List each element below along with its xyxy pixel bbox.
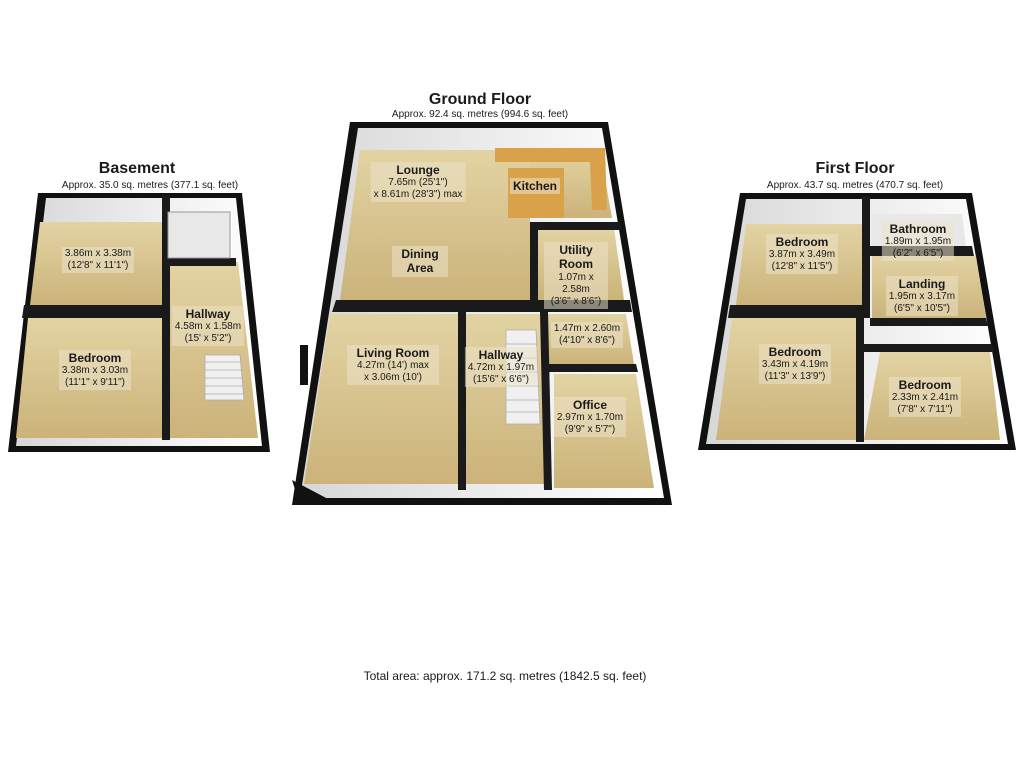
total-area: Total area: approx. 171.2 sq. metres (18… <box>363 669 647 683</box>
first-floor-title: First Floor <box>815 160 895 177</box>
room-dims: 4.58m x 1.58m <box>174 321 242 333</box>
room-dims-imperial: x 8.61m (28'3") max <box>373 189 463 201</box>
lounge-label: Lounge 7.65m (25'1") x 8.61m (28'3") max <box>370 162 466 203</box>
kitchen-counter <box>495 148 607 210</box>
office-label: Office 2.97m x 1.70m (9'9" x 5'7") <box>553 397 627 438</box>
room-dims-imperial: (11'3" x 13'9") <box>764 371 826 383</box>
room-name: Bedroom <box>768 345 822 359</box>
side-window <box>300 345 308 385</box>
room-dims: 3.38m x 3.03m <box>61 365 129 377</box>
room-dims-imperial: (15' x 5'2") <box>184 333 232 345</box>
kitchen-label: Kitchen <box>509 178 561 195</box>
room-name: Living Room <box>356 346 430 360</box>
room-dims-imperial: (12'8" x 11'1") <box>67 260 129 271</box>
room-dims-imperial: (15'6" x 6'6") <box>473 374 529 386</box>
room-dims: 1.95m x 3.17m <box>888 291 956 303</box>
room-name: Office <box>572 398 607 412</box>
ground-room-living <box>304 314 458 484</box>
room-dims: 4.27m (14') max <box>357 360 429 372</box>
first-floor-area: Approx. 43.7 sq. metres (470.7 sq. feet) <box>766 180 944 191</box>
basement-title: Basement <box>98 160 176 177</box>
room-dims-imperial: (12'8" x 11'5") <box>771 261 833 273</box>
first-bedroom-3-label: Bedroom 2.33m x 2.41m (7'8" x 7'11") <box>888 377 962 418</box>
room-dims-imperial: (6'2" x 6'5") <box>892 248 944 260</box>
ground-floor-title: Ground Floor <box>428 91 532 108</box>
room-dims-imperial: (11'1" x 9'11") <box>64 377 126 389</box>
basement-hallway-label: Hallway 4.58m x 1.58m (15' x 5'2") <box>171 306 245 347</box>
basement-bedroom-label: Bedroom 3.38m x 3.03m (11'1" x 9'11") <box>58 350 132 391</box>
room-dims: 1.89m x 1.95m <box>884 236 952 248</box>
room-dims: 2.97m x 1.70m <box>556 412 624 424</box>
room-name: Dining Area <box>401 247 439 276</box>
room-name: Landing <box>898 277 946 291</box>
first-bedroom-2-label: Bedroom 3.43m x 4.19m (11'3" x 13'9") <box>758 344 832 385</box>
room-dims: 7.65m (25'1") <box>388 177 448 189</box>
room-dims: 3.86m x 3.38m <box>64 248 132 259</box>
utility-room-label: Utility Room 1.07m x 2.58m (3'6" x 8'6") <box>544 242 608 309</box>
room-name: Hallway <box>478 348 524 362</box>
basement-stairs <box>204 354 245 401</box>
room-dims-imperial: (7'8" x 7'11") <box>897 404 953 416</box>
room-name: Bedroom <box>68 351 122 365</box>
room-dims-imperial: (6'5" x 10'5") <box>894 303 950 315</box>
bathroom-label: Bathroom 1.89m x 1.95m (6'2" x 6'5") <box>881 221 955 262</box>
ground-floor-area: Approx. 92.4 sq. metres (994.6 sq. feet) <box>391 109 569 120</box>
room-dims-imperial: (9'9" x 5'7") <box>564 424 616 436</box>
room-name: Kitchen <box>512 179 558 193</box>
room-dims-imperial: (3'6" x 8'6") <box>550 295 602 307</box>
room-dims: 3.87m x 3.49m <box>768 249 836 261</box>
ground-floor-plan <box>292 122 672 505</box>
living-room-label: Living Room 4.27m (14') max x 3.06m (10'… <box>347 345 439 386</box>
first-bedroom-1-label: Bedroom 3.87m x 3.49m (12'8" x 11'5") <box>765 234 839 275</box>
basement-shower <box>167 211 231 259</box>
basement-room-1-label: 3.86m x 3.38m (12'8" x 11'1") <box>61 247 135 273</box>
room-dims: 3.43m x 4.19m <box>761 359 829 371</box>
room-name: Utility Room <box>559 243 593 272</box>
room-dims: 1.07m x 2.58m <box>558 271 594 295</box>
ground-hallway-label: Hallway 4.72m x 1.97m (15'6" x 6'6") <box>464 347 538 388</box>
dining-area-label: Dining Area <box>392 246 448 277</box>
room-name: Bathroom <box>889 222 947 236</box>
landing-label: Landing 1.95m x 3.17m (6'5" x 10'5") <box>885 276 959 317</box>
room-dims: 1.47m x 2.60m <box>553 323 621 334</box>
first-floor-plan <box>698 193 1016 450</box>
room-dims-imperial: (4'10" x 8'6") <box>559 335 615 346</box>
room-name: Bedroom <box>898 378 952 392</box>
room-name: Hallway <box>185 307 231 321</box>
room-name: Lounge <box>396 163 440 177</box>
bay-window <box>292 480 330 505</box>
room-dims-imperial: x 3.06m (10') <box>363 372 423 384</box>
room-dims: 4.72m x 1.97m <box>467 362 535 374</box>
room-dims: 2.33m x 2.41m <box>891 392 959 404</box>
room-name: Bedroom <box>775 235 829 249</box>
basement-area: Approx. 35.0 sq. metres (377.1 sq. feet) <box>61 180 239 191</box>
wc-label: 1.47m x 2.60m (4'10" x 8'6") <box>550 322 624 348</box>
